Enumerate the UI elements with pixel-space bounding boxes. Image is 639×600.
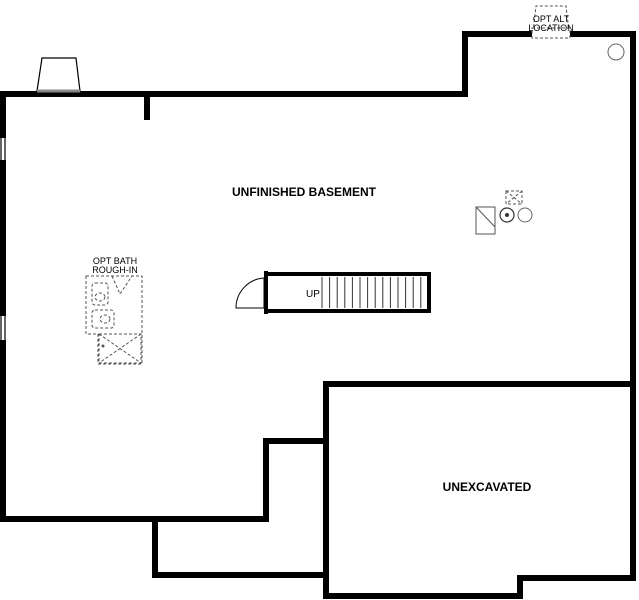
left-window-lower bbox=[0, 316, 6, 340]
sump-pit-icon bbox=[607, 43, 625, 61]
opt-bath-line1: OPT BATH bbox=[93, 256, 137, 266]
stair-treads bbox=[321, 277, 422, 308]
left-window-upper bbox=[0, 138, 6, 160]
sink-icon bbox=[91, 309, 115, 329]
room-label-unexcavated: UNEXCAVATED bbox=[443, 480, 532, 494]
unexcavated-wall bbox=[323, 384, 636, 599]
shower-icon bbox=[98, 333, 142, 364]
tank-icon bbox=[517, 207, 533, 223]
room-label-basement: UNFINISHED BASEMENT bbox=[232, 185, 377, 199]
stair-up-label: UP bbox=[306, 289, 320, 300]
alt-location-line1: OPT ALT bbox=[533, 14, 570, 24]
alt-location-line2: LOCATION bbox=[528, 23, 573, 33]
vent-icon bbox=[505, 190, 523, 205]
opt-bath-line2: ROUGH-IN bbox=[92, 265, 138, 275]
lower-wall-bump bbox=[152, 519, 326, 578]
alt-window-well-icon bbox=[531, 5, 571, 39]
furnace-icon bbox=[499, 207, 515, 223]
door-swing-icon bbox=[235, 277, 265, 309]
water-heater-icon bbox=[475, 206, 496, 235]
window-well-icon bbox=[36, 57, 81, 93]
opt-bath-rough-in bbox=[85, 275, 143, 365]
toilet-icon bbox=[91, 282, 109, 306]
stairs bbox=[264, 271, 431, 314]
